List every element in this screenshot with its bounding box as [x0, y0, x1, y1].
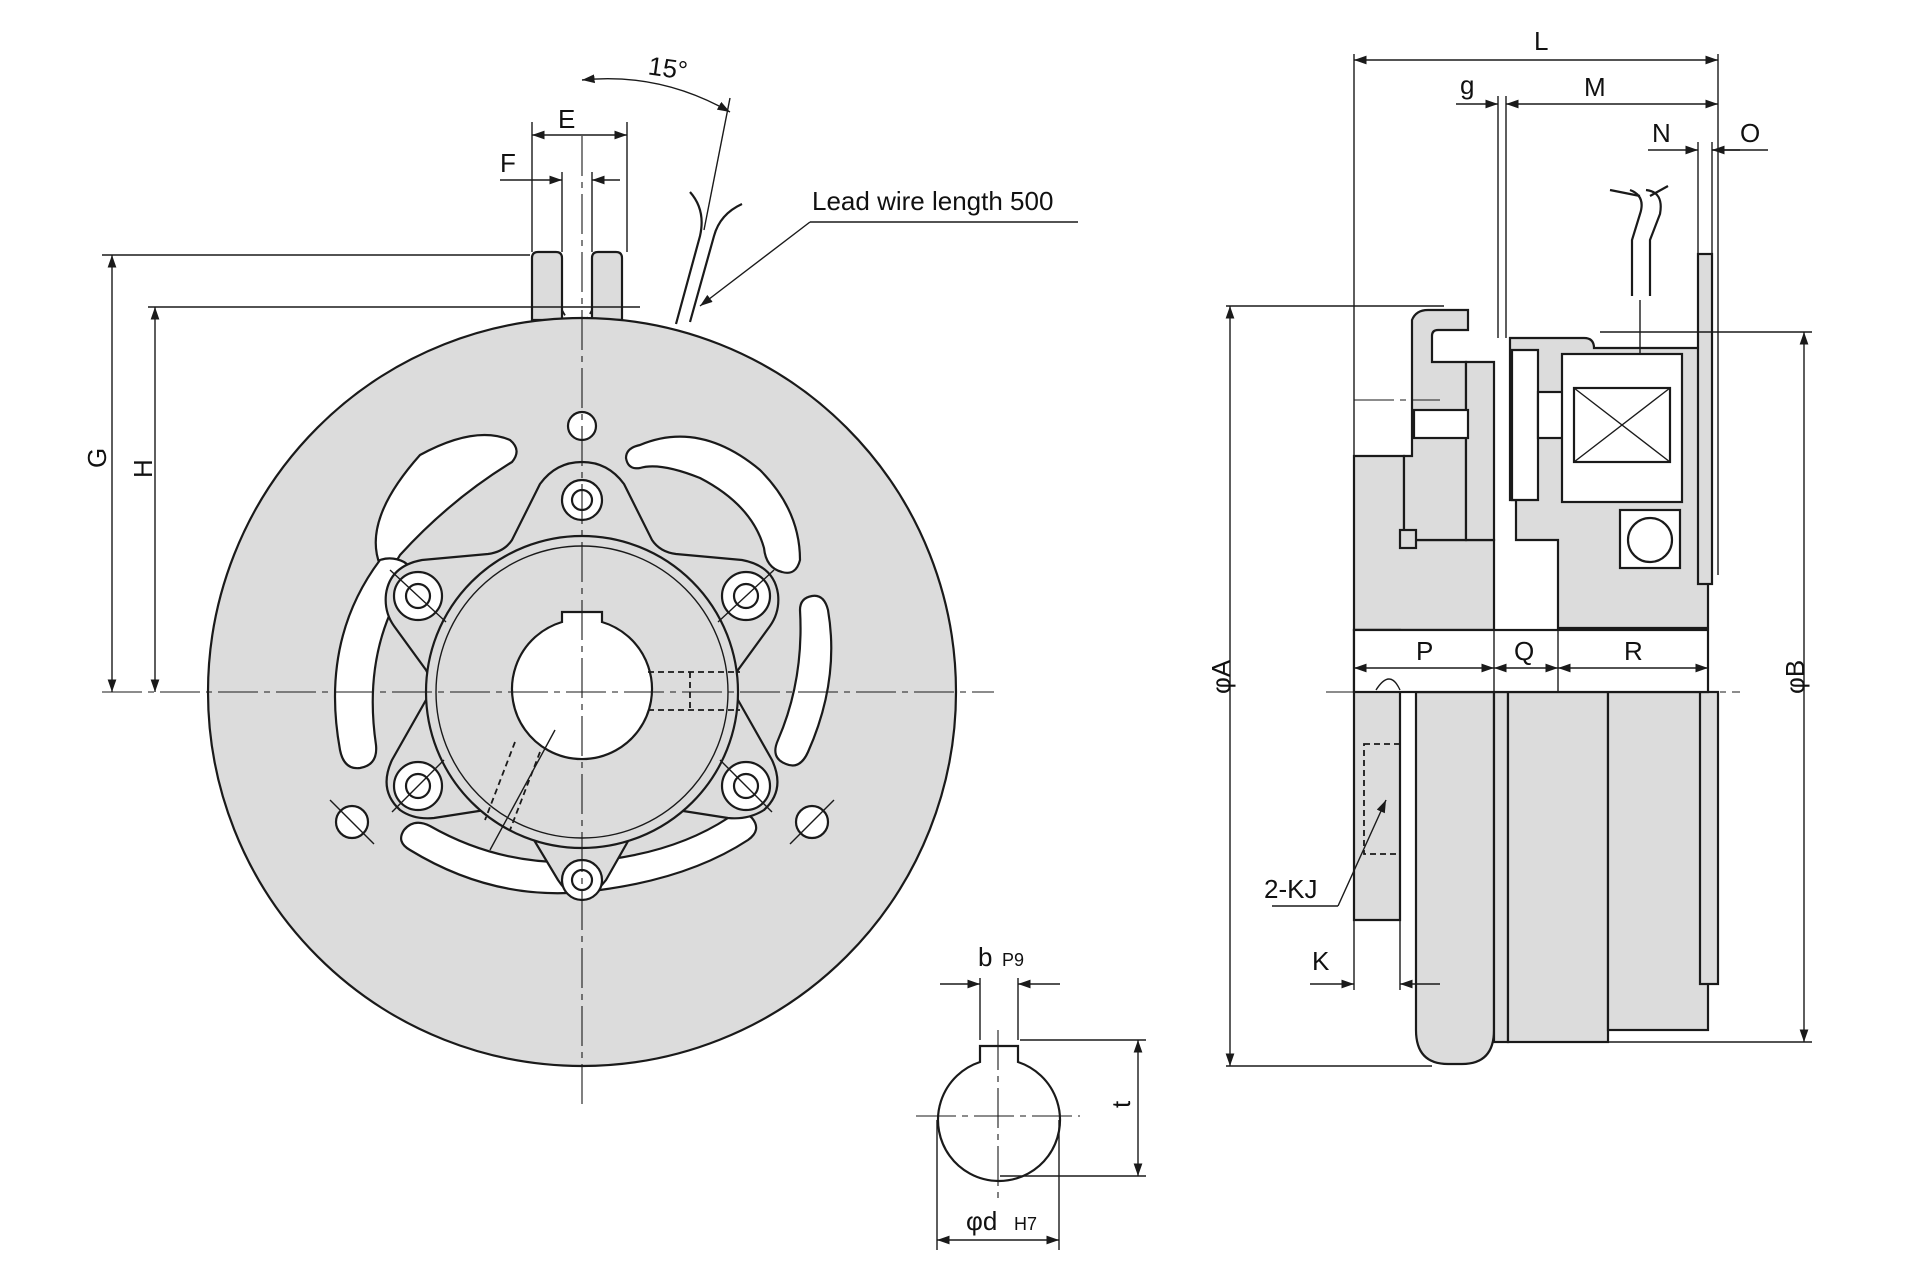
label-phid: φd — [966, 1206, 997, 1236]
label-g: g — [1460, 70, 1474, 100]
label-M: M — [1584, 72, 1606, 102]
label-R: R — [1624, 636, 1643, 666]
mounting-holes — [329, 410, 835, 902]
label-E: E — [558, 104, 575, 134]
lead-wire — [674, 97, 743, 325]
arc-slots — [333, 433, 833, 895]
label-2KJ: 2-KJ — [1264, 874, 1317, 904]
label-Q: Q — [1514, 636, 1534, 666]
label-H: H — [128, 459, 158, 478]
label-P9: P9 — [1002, 950, 1024, 970]
side-section-view: 2-KJ K L g M N O P Q R — [1206, 26, 1812, 1067]
label-phiA: φA — [1206, 659, 1236, 694]
label-F: F — [500, 148, 516, 178]
front-view: E F 15° Lead wire length 500 G H — [82, 51, 1078, 1110]
keyway-detail: b P9 t φd H7 — [916, 942, 1146, 1250]
label-t: t — [1106, 1100, 1136, 1108]
label-b: b — [978, 942, 992, 972]
label-phiB: φB — [1780, 660, 1810, 694]
set-screw — [484, 671, 740, 851]
terminal-tabs — [530, 250, 624, 326]
label-O: O — [1740, 118, 1760, 148]
label-lead-wire: Lead wire length 500 — [812, 186, 1053, 216]
label-N: N — [1652, 118, 1671, 148]
label-L: L — [1534, 26, 1548, 56]
label-H7: H7 — [1014, 1214, 1037, 1234]
label-K: K — [1312, 946, 1330, 976]
label-angle: 15° — [646, 51, 689, 86]
label-P: P — [1416, 636, 1433, 666]
label-G: G — [82, 448, 112, 468]
